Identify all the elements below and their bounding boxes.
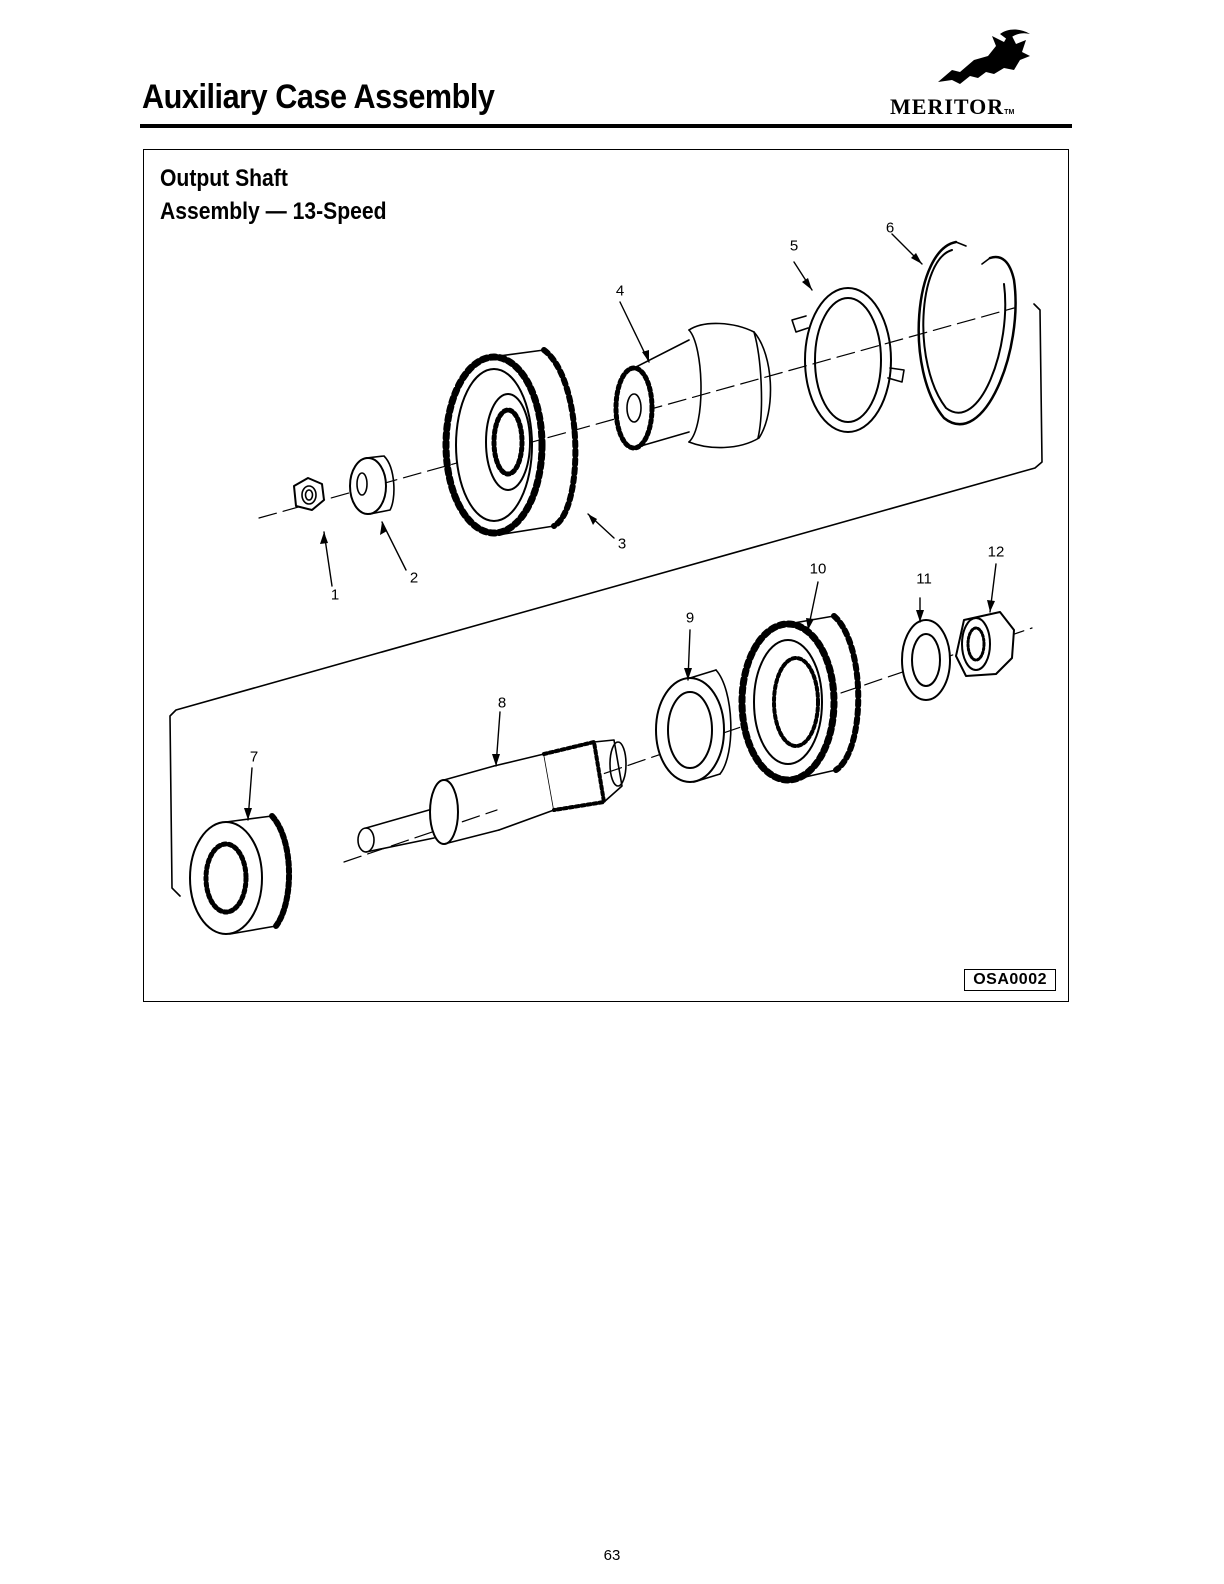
exploded-outline: [169, 303, 1043, 897]
callout-1: 1: [330, 586, 340, 604]
callout-9: 9: [685, 609, 695, 627]
part-5-tab-washer: [791, 287, 905, 433]
figure-box: Output Shaft Assembly — 13-Speed: [143, 149, 1069, 1002]
arrow-heads: [244, 253, 995, 820]
exploded-view-drawing: [169, 233, 1043, 935]
part-6-snap-ring: [917, 240, 1017, 426]
callout-12: 12: [987, 543, 1005, 561]
logo-wordmark: MERITORTM: [890, 94, 1014, 120]
callout-8: 8: [497, 694, 507, 712]
callout-3: 3: [617, 535, 627, 553]
part-2-washer: [349, 455, 395, 515]
figure-heading: Output Shaft Assembly — 13-Speed: [160, 162, 387, 228]
callout-11: 11: [916, 570, 932, 588]
logo-trademark: TM: [1004, 109, 1015, 116]
part-11-washer: [901, 619, 951, 701]
callout-4: 4: [615, 282, 625, 300]
part-12-nut: [955, 611, 1015, 677]
meritor-logo: MERITORTM: [890, 26, 1074, 120]
logo-wordmark-text: MERITOR: [890, 94, 1005, 119]
part-7-collar: [189, 813, 292, 935]
part-1-nut: [293, 477, 325, 511]
page-number: 63: [603, 1547, 621, 1564]
figure-heading-line1: Output Shaft: [160, 165, 288, 192]
figure-code: OSA0002: [964, 969, 1056, 991]
part-4-hub: [613, 322, 772, 451]
title-rule: [140, 124, 1072, 128]
callout-6: 6: [885, 219, 895, 237]
bull-icon: [938, 29, 1030, 84]
callout-5: 5: [789, 237, 799, 255]
callout-10: 10: [809, 560, 827, 578]
part-9-bearing: [655, 669, 732, 783]
callout-2: 2: [409, 569, 419, 587]
callout-7: 7: [249, 748, 259, 766]
figure-heading-line2: Assembly — 13-Speed: [160, 198, 387, 225]
page-title: Auxiliary Case Assembly: [142, 78, 495, 116]
part-10-gear: [738, 613, 862, 784]
part-8-shaft: [357, 739, 627, 853]
part-3-gear: [442, 347, 579, 537]
